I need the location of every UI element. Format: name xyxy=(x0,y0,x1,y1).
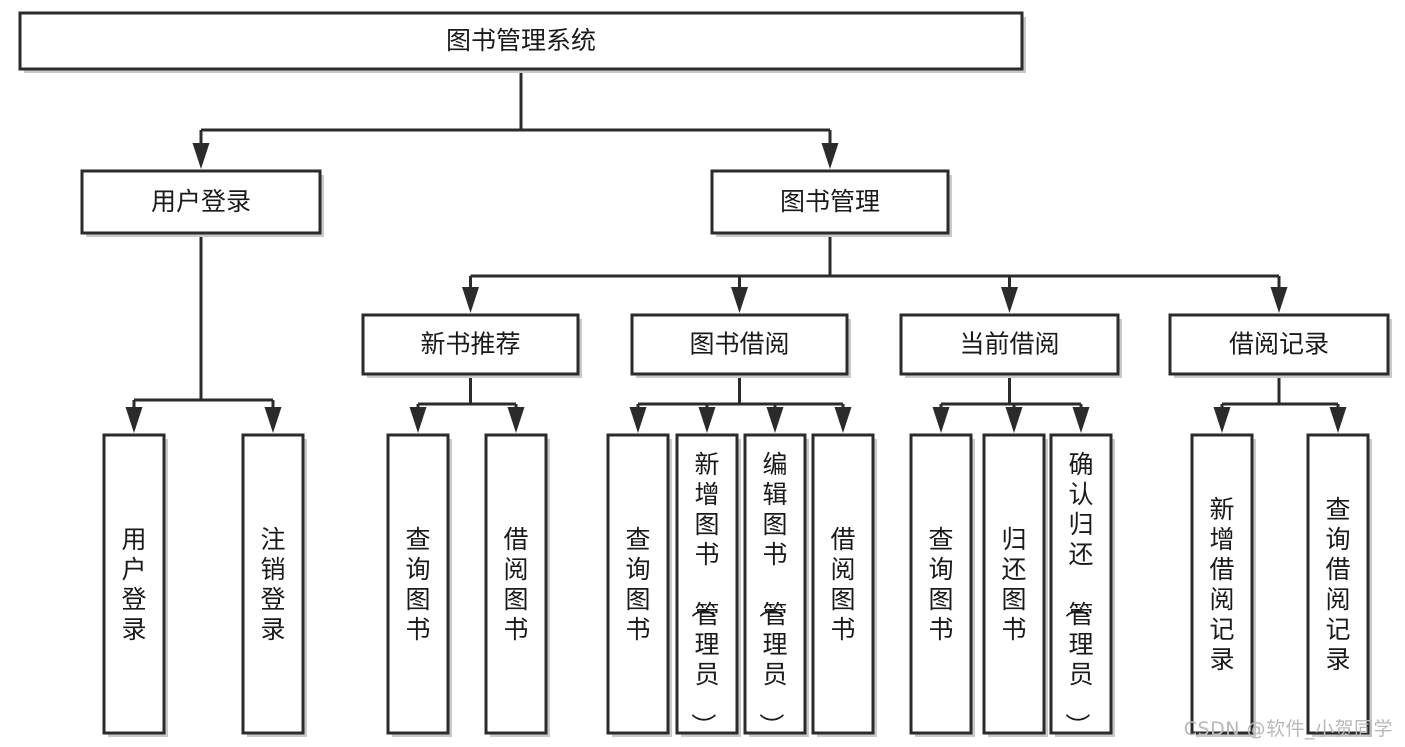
node-label-book-manage: 图书管理 xyxy=(780,187,880,216)
node-current-borrow[interactable]: 当前借阅 xyxy=(899,313,1122,378)
node-label-leaf-query-book-1: 查询图书 xyxy=(405,525,430,644)
node-label-leaf-query-book-2: 查询图书 xyxy=(625,525,650,644)
node-borrow-record[interactable]: 借阅记录 xyxy=(1168,313,1392,378)
connector-layer xyxy=(125,69,1347,433)
node-leaf-borrow-book-1[interactable]: 借阅图书 xyxy=(484,433,550,737)
node-user-login[interactable]: 用户登录 xyxy=(80,169,324,237)
node-label-leaf-edit-book: 编辑图书（管理员） xyxy=(756,450,787,738)
node-leaf-return-book[interactable]: 归还图书 xyxy=(982,433,1048,737)
node-label-leaf-confirm-return: 确认归还（管理员） xyxy=(1062,450,1093,738)
node-box-root[interactable] xyxy=(18,11,1024,71)
node-box-current-borrow[interactable] xyxy=(899,313,1120,376)
node-label-leaf-user-login: 用户登录 xyxy=(121,525,146,644)
node-box-leaf-query-record[interactable] xyxy=(1306,433,1370,735)
node-label-current-borrow: 当前借阅 xyxy=(959,330,1059,359)
node-leaf-add-record[interactable]: 新增借阅记录 xyxy=(1190,433,1256,737)
arrow-head-book-manage xyxy=(821,143,839,169)
node-box-leaf-query-book-2[interactable] xyxy=(606,433,670,735)
node-leaf-add-book[interactable]: 新增图书（管理员） xyxy=(675,433,741,738)
arrow-head-leaf-borrow-book-1 xyxy=(507,407,525,433)
node-box-book-borrow[interactable] xyxy=(630,313,849,376)
node-label-leaf-query-record: 查询借阅记录 xyxy=(1325,495,1350,674)
arrow-head-leaf-query-record xyxy=(1329,407,1347,433)
node-layer: 图书管理系统用户登录图书管理新书推荐图书借阅当前借阅借阅记录用户登录注销登录查询… xyxy=(18,11,1392,738)
arrow-head-leaf-logout xyxy=(264,407,282,433)
node-label-user-login: 用户登录 xyxy=(151,187,251,216)
node-leaf-query-record[interactable]: 查询借阅记录 xyxy=(1306,433,1372,737)
node-leaf-query-book-3[interactable]: 查询图书 xyxy=(909,433,975,737)
node-book-borrow[interactable]: 图书借阅 xyxy=(630,313,851,378)
arrow-head-user-login xyxy=(192,143,210,169)
node-box-leaf-borrow-book-2[interactable] xyxy=(811,433,875,735)
arrow-head-leaf-add-record xyxy=(1213,407,1231,433)
arrow-head-new-book-rec xyxy=(462,287,479,313)
node-label-book-borrow: 图书借阅 xyxy=(689,330,789,359)
node-box-book-manage[interactable] xyxy=(710,169,950,235)
node-box-leaf-return-book[interactable] xyxy=(982,433,1046,735)
node-label-leaf-borrow-book-2: 借阅图书 xyxy=(830,525,855,644)
node-root[interactable]: 图书管理系统 xyxy=(18,11,1026,73)
node-book-manage[interactable]: 图书管理 xyxy=(710,169,952,237)
node-box-leaf-user-login[interactable] xyxy=(102,433,166,735)
node-leaf-borrow-book-2[interactable]: 借阅图书 xyxy=(811,433,877,737)
arrow-head-borrow-record xyxy=(1270,287,1288,313)
arrow-head-leaf-query-book-3 xyxy=(932,407,950,433)
arrow-head-leaf-confirm-return xyxy=(1072,407,1090,433)
node-box-leaf-add-book[interactable] xyxy=(675,433,739,735)
node-box-leaf-confirm-return[interactable] xyxy=(1049,433,1113,735)
node-new-book-rec[interactable]: 新书推荐 xyxy=(361,313,582,378)
node-leaf-confirm-return[interactable]: 确认归还（管理员） xyxy=(1049,433,1115,738)
node-label-leaf-query-book-3: 查询图书 xyxy=(928,525,953,644)
node-label-leaf-logout: 注销登录 xyxy=(260,525,285,644)
node-leaf-query-book-2[interactable]: 查询图书 xyxy=(606,433,672,737)
node-label-leaf-add-record: 新增借阅记录 xyxy=(1209,495,1234,674)
node-leaf-query-book-1[interactable]: 查询图书 xyxy=(386,433,452,737)
node-label-new-book-rec: 新书推荐 xyxy=(420,330,520,359)
arrow-head-leaf-add-book xyxy=(698,407,716,433)
node-label-leaf-add-book: 新增图书（管理员） xyxy=(688,450,719,738)
arrow-head-leaf-return-book xyxy=(1005,407,1023,433)
node-leaf-logout[interactable]: 注销登录 xyxy=(241,433,307,737)
node-box-leaf-borrow-book-1[interactable] xyxy=(484,433,548,735)
node-box-new-book-rec[interactable] xyxy=(361,313,580,376)
arrow-head-current-borrow xyxy=(1001,287,1018,313)
watermark-label: CSDN @软件_小贺同学 xyxy=(1183,718,1393,740)
node-box-leaf-query-book-1[interactable] xyxy=(386,433,450,735)
node-leaf-edit-book[interactable]: 编辑图书（管理员） xyxy=(743,433,809,738)
node-box-leaf-query-book-3[interactable] xyxy=(909,433,973,735)
node-box-leaf-add-record[interactable] xyxy=(1190,433,1254,735)
arrow-head-leaf-query-book-1 xyxy=(409,407,427,433)
node-box-borrow-record[interactable] xyxy=(1168,313,1390,376)
node-label-leaf-borrow-book-1: 借阅图书 xyxy=(503,525,528,644)
arrow-head-leaf-user-login xyxy=(125,407,143,433)
arrow-head-book-borrow xyxy=(731,287,748,313)
node-leaf-user-login[interactable]: 用户登录 xyxy=(102,433,168,737)
node-label-root: 图书管理系统 xyxy=(446,26,596,55)
arrow-head-leaf-query-book-2 xyxy=(629,407,647,433)
node-label-borrow-record: 借阅记录 xyxy=(1229,330,1329,359)
node-box-user-login[interactable] xyxy=(80,169,322,235)
arrow-head-leaf-borrow-book-2 xyxy=(834,407,852,433)
node-box-leaf-edit-book[interactable] xyxy=(743,433,807,735)
node-label-leaf-return-book: 归还图书 xyxy=(1001,525,1026,644)
arrow-head-leaf-edit-book xyxy=(766,407,784,433)
node-box-leaf-logout[interactable] xyxy=(241,433,305,735)
